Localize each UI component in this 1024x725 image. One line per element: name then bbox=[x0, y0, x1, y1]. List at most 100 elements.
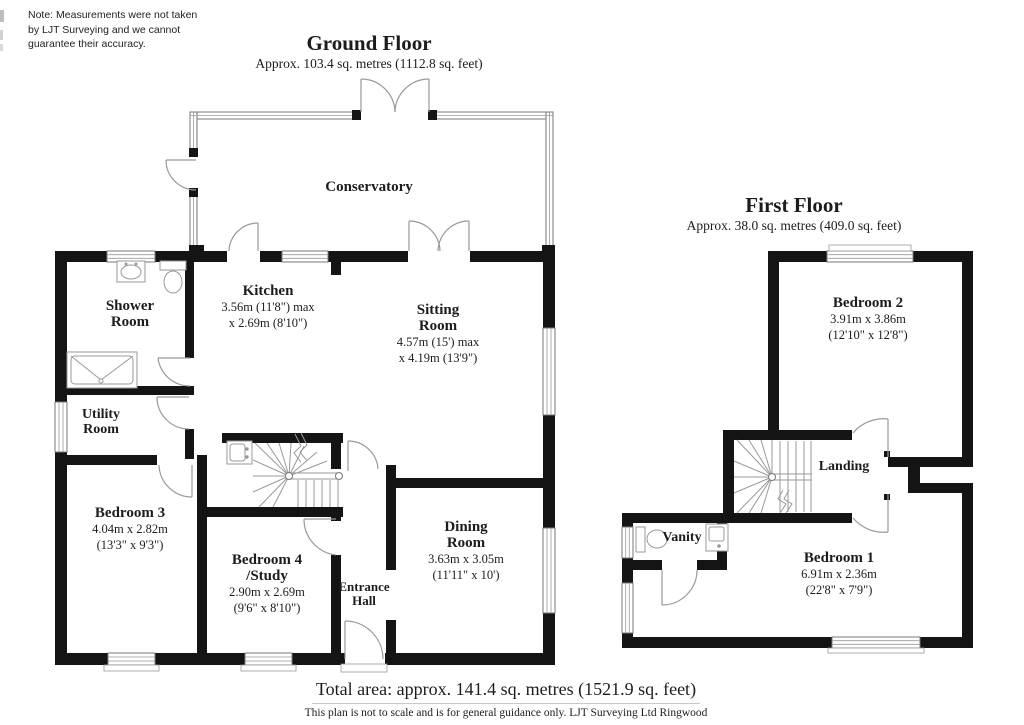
room-label-vanity: Vanity bbox=[662, 530, 702, 545]
wall bbox=[622, 637, 832, 648]
wall bbox=[622, 513, 852, 523]
first-doors bbox=[661, 418, 889, 606]
room-label-kitchen: Kitchen 3.56m (11'8") max x 2.69m (8'10"… bbox=[221, 283, 315, 330]
note-line: by LJT Surveying and we cannot bbox=[28, 23, 181, 36]
window bbox=[827, 636, 925, 654]
stair-break-line bbox=[293, 433, 302, 463]
wall bbox=[185, 429, 194, 459]
post bbox=[189, 188, 198, 197]
wall bbox=[622, 513, 633, 527]
first-floor-plan bbox=[621, 244, 973, 654]
toilet bbox=[635, 526, 668, 553]
wall bbox=[260, 251, 282, 262]
front-door bbox=[344, 620, 384, 660]
french-doors-conservatory-garden bbox=[360, 78, 430, 113]
wall bbox=[913, 251, 973, 262]
ground-stairs bbox=[252, 432, 343, 508]
wall bbox=[331, 555, 341, 653]
floor-title: Ground Floor bbox=[306, 31, 432, 55]
room-label-bedroom1: Bedroom 1 6.91m x 2.36m (22'8" x 7'9") bbox=[801, 550, 877, 597]
ground-walls bbox=[55, 251, 555, 665]
wall bbox=[55, 455, 157, 465]
first-walls bbox=[622, 251, 973, 648]
wall bbox=[55, 386, 194, 395]
note-line: guarantee their accuracy. bbox=[28, 38, 146, 50]
wall bbox=[185, 251, 194, 358]
ground-fixtures bbox=[66, 260, 253, 465]
window bbox=[542, 527, 556, 614]
window bbox=[826, 244, 914, 263]
wall bbox=[543, 613, 555, 665]
ground-floor-plan bbox=[54, 78, 556, 673]
scan-mark bbox=[0, 10, 4, 22]
window bbox=[621, 526, 634, 559]
post bbox=[428, 110, 437, 120]
measurement-note: Note: Measurements were not taken by LJT… bbox=[28, 8, 197, 52]
window bbox=[542, 327, 556, 416]
wall bbox=[543, 251, 555, 328]
window bbox=[281, 250, 329, 263]
toilet bbox=[159, 260, 187, 294]
wall bbox=[55, 251, 107, 262]
wall bbox=[633, 560, 662, 570]
wall bbox=[386, 465, 396, 570]
wall bbox=[543, 415, 555, 528]
first-floor-title: First Floor Approx. 38.0 sq. metres (409… bbox=[687, 193, 902, 235]
ground-floor-title: Ground Floor Approx. 103.4 sq. metres (1… bbox=[255, 31, 482, 73]
door-kitchen-conservatory bbox=[228, 222, 259, 252]
wall bbox=[292, 653, 345, 665]
front-door-sill bbox=[340, 663, 388, 673]
door-bedroom4 bbox=[303, 518, 337, 556]
wall bbox=[55, 251, 67, 402]
room-label-conservatory: Conservatory bbox=[325, 179, 413, 195]
wall bbox=[908, 483, 973, 493]
stair-break-line bbox=[783, 489, 793, 514]
scan-mark bbox=[0, 44, 3, 51]
ground-doors bbox=[156, 78, 470, 660]
wall bbox=[222, 433, 343, 443]
door-bedroom2 bbox=[852, 418, 889, 457]
post bbox=[189, 148, 198, 157]
conservatory-posts bbox=[189, 110, 555, 256]
door-bedroom1 bbox=[852, 494, 889, 533]
floor-area: Approx. 103.4 sq. metres (1112.8 sq. fee… bbox=[255, 56, 483, 71]
wall bbox=[386, 620, 396, 653]
first-fixtures bbox=[635, 523, 729, 553]
first-stairs bbox=[733, 439, 812, 514]
room-label-utility-room: Utility Room bbox=[81, 407, 121, 437]
basin bbox=[705, 523, 729, 552]
wall bbox=[197, 507, 343, 517]
wall bbox=[385, 653, 555, 665]
post bbox=[542, 245, 555, 256]
door-conservatory-side bbox=[165, 159, 197, 191]
disclaimer: This plan is not to scale and is for gen… bbox=[304, 707, 708, 719]
window bbox=[103, 652, 160, 672]
hinge-block bbox=[884, 451, 890, 457]
room-label-bedroom4: Bedroom 4 /Study 2.90m x 2.69m (9'6" x 8… bbox=[229, 552, 305, 615]
door-vanity bbox=[661, 569, 698, 606]
door-sitting-room bbox=[347, 440, 379, 471]
wall bbox=[723, 430, 852, 440]
room-label-entrance-hall: Entrance Hall bbox=[338, 579, 390, 608]
note-line: Note: Measurements were not taken bbox=[28, 9, 198, 21]
wall bbox=[328, 251, 408, 262]
wall bbox=[768, 251, 827, 262]
floor-title: First Floor bbox=[745, 193, 843, 217]
window bbox=[621, 582, 634, 634]
post bbox=[352, 110, 361, 120]
stair-break-line bbox=[777, 489, 787, 514]
wall bbox=[768, 251, 779, 440]
cloakroom-basin bbox=[226, 440, 253, 465]
wall bbox=[962, 483, 973, 648]
stair-break-line bbox=[299, 432, 308, 462]
wall bbox=[55, 452, 67, 665]
ground-windows bbox=[54, 250, 556, 672]
french-doors-sitting-room bbox=[408, 220, 470, 252]
footer-divider bbox=[312, 703, 700, 704]
first-windows bbox=[621, 244, 925, 654]
floor-area: Approx. 38.0 sq. metres (409.0 sq. feet) bbox=[686, 218, 902, 233]
door-shower-room bbox=[157, 357, 191, 387]
door-utility-room bbox=[156, 396, 190, 430]
wall bbox=[723, 430, 734, 517]
